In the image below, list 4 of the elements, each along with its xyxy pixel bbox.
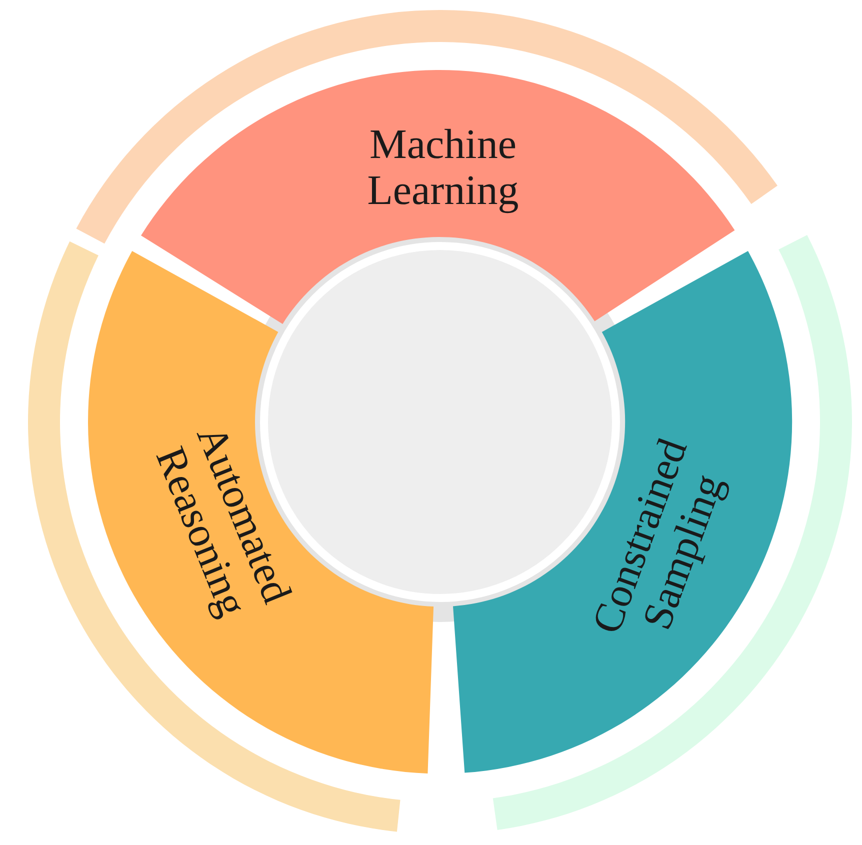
segment-shape xyxy=(88,251,434,774)
segment-label: Machine Learning xyxy=(366,122,520,214)
segment-shape xyxy=(141,70,736,324)
segment-shape xyxy=(452,251,792,774)
